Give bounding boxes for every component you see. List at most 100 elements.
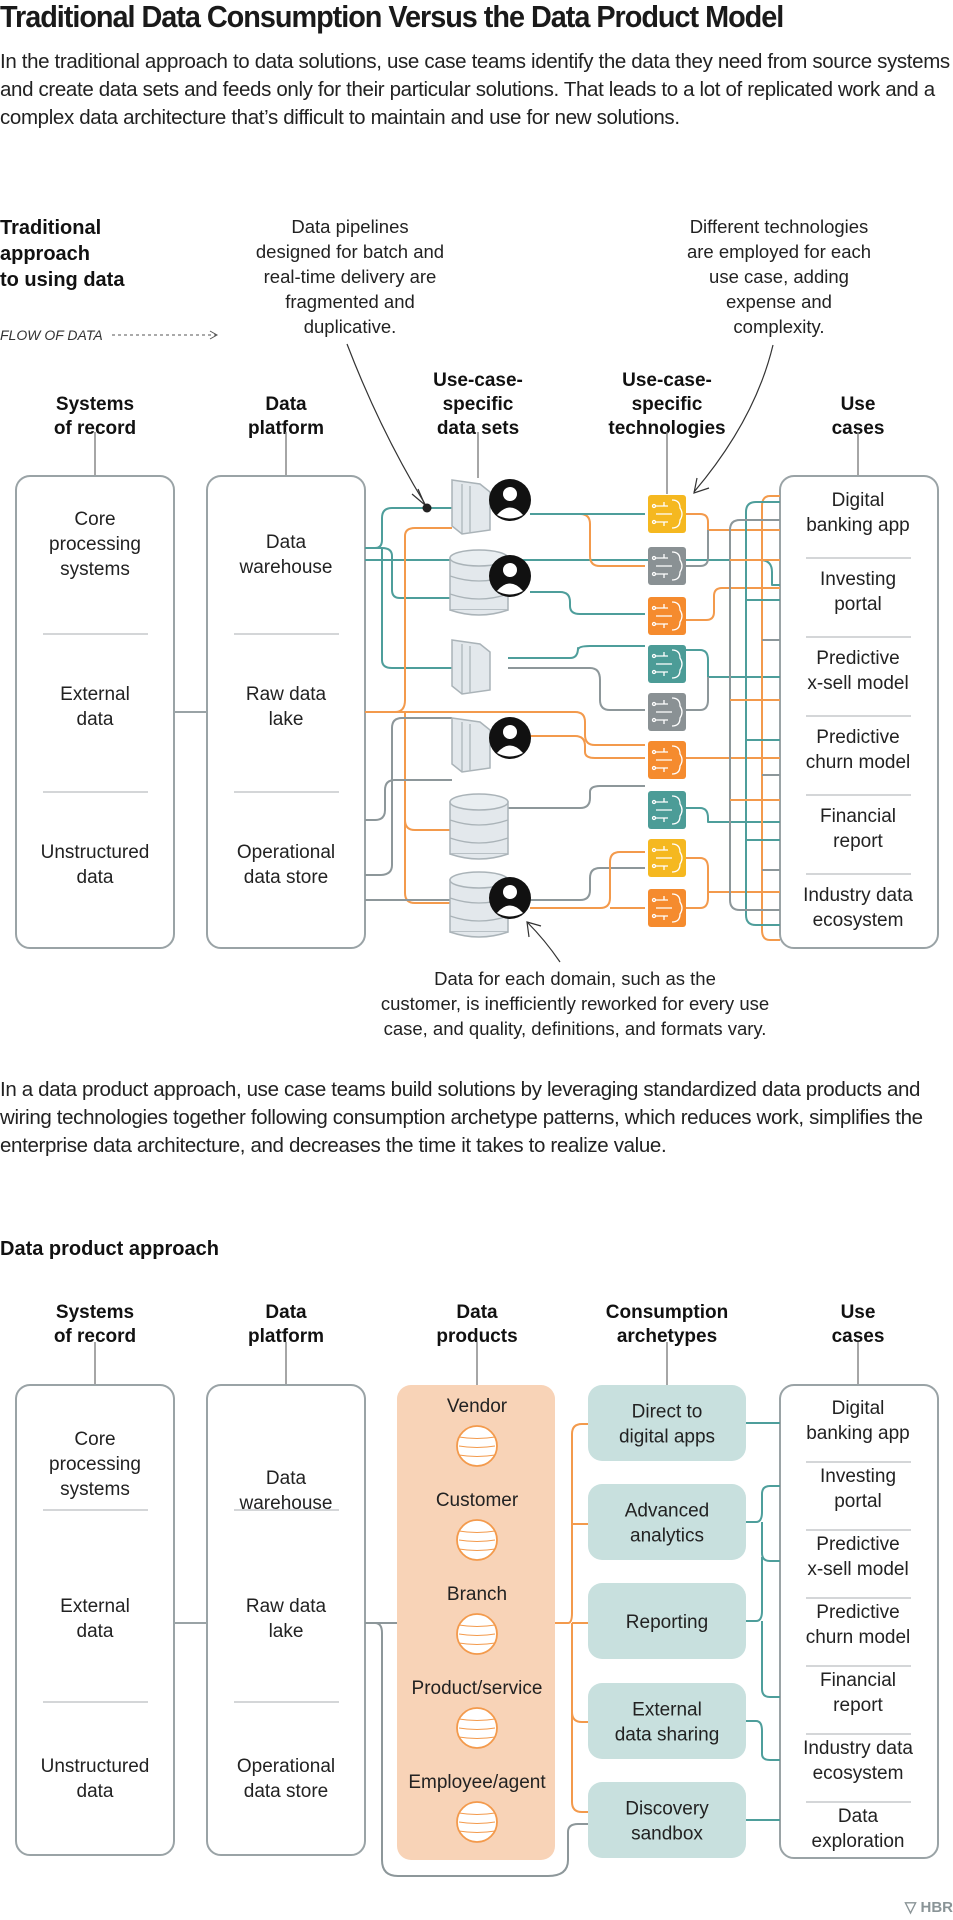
circuit-trace (671, 893, 683, 923)
person-icon (489, 555, 531, 597)
hbr-logo-text: HBR (920, 1899, 953, 1916)
database-top (449, 793, 509, 811)
column-header-data-products: Data products (436, 1302, 517, 1347)
annotation-domain-line: customer, is inefficiently reworked for … (381, 993, 769, 1014)
globe-outline (456, 1801, 498, 1843)
archetype-label: Reporting (626, 1612, 708, 1633)
connector-line (530, 591, 645, 615)
pipeline-dot (422, 503, 432, 513)
connector-line (365, 547, 452, 599)
annotation-domain-line: Data for each domain, such as the (434, 968, 716, 989)
annotation-technologies-line: expense and (726, 291, 832, 312)
annotation-arrow (526, 921, 561, 963)
archetype-label-line: Direct to (632, 1402, 703, 1423)
connector-line (761, 1621, 780, 1698)
annotation-pipelines-line: duplicative. (304, 316, 397, 337)
person-icon (489, 479, 531, 521)
circuit-trace (671, 499, 683, 529)
intro-paragraph: In the traditional approach to data solu… (0, 50, 950, 129)
column-header-systems-of-record-line: of record (54, 1326, 136, 1347)
database-ring (449, 819, 509, 826)
flow-of-data-label: FLOW OF DATA (0, 327, 103, 343)
use-case-item-line: Digital (832, 490, 885, 511)
globe-latitude (458, 1812, 496, 1815)
data-product-label: Customer (436, 1490, 519, 1511)
connector-line (404, 712, 452, 904)
column-header-consumption-archetypes-line: archetypes (617, 1326, 717, 1347)
column-header-technologies-line: Use-case- (622, 370, 712, 391)
sor-item-line: data (77, 1781, 114, 1802)
documents-icon (451, 479, 491, 535)
data-platform-item-line: warehouse (239, 1493, 333, 1514)
globe-latitude (458, 1539, 496, 1542)
globe-icon (456, 1425, 498, 1467)
globe-latitude (458, 1718, 496, 1721)
sor-item-line: External (60, 684, 130, 705)
person-icon (489, 877, 531, 919)
archetype-box (588, 1683, 746, 1759)
use-case-item-line: ecosystem (813, 1763, 904, 1784)
connector-line (761, 495, 780, 941)
circuit-trace (656, 554, 672, 578)
circuit-brain-icon (651, 649, 683, 679)
use-case-item-line: churn model (806, 1627, 911, 1648)
connector-line (381, 548, 452, 669)
data-product-item: Product/service (412, 1678, 542, 1749)
globe-latitude (458, 1548, 496, 1551)
use-case-item-line: Data (838, 1806, 879, 1827)
globe-latitude (458, 1530, 496, 1533)
sor-item-line: data (77, 1621, 114, 1642)
document-page (451, 479, 491, 535)
column-header-use-cases-line: Use (841, 394, 876, 415)
circuit-node (651, 621, 657, 627)
archetype-label-line: data sharing (615, 1725, 720, 1746)
annotation-technologies-line: Different technologies (690, 216, 869, 237)
connector-line (530, 513, 645, 567)
use-case-item-line: Digital (832, 1398, 885, 1419)
annotation-pipelines-line: Data pipelines (291, 216, 408, 237)
circuit-node (651, 749, 657, 755)
connector-line (746, 1557, 763, 1622)
column-header-technologies-line: technologies (608, 418, 725, 439)
technology-tile-teal (648, 645, 686, 683)
use-case-item-line: churn model (806, 752, 911, 773)
data-platform-item-line: Operational (237, 842, 335, 863)
data-platform-item-line: warehouse (239, 557, 333, 578)
connector-line (365, 779, 452, 821)
circuit-node (651, 815, 657, 821)
column-header-use-cases-line: cases (832, 418, 885, 439)
annotation-domain: Data for each domain, such as the custome… (381, 968, 769, 1039)
connector-line (685, 857, 780, 893)
technology-tile-teal (648, 791, 686, 829)
connector-line (365, 717, 452, 876)
circuit-node (651, 571, 657, 577)
column-header-data-products-line: products (436, 1326, 517, 1347)
circuit-brain-icon (651, 795, 683, 825)
use-cases-box (779, 475, 939, 949)
annotation-pipelines-line: designed for batch and (256, 241, 444, 262)
circuit-brain-icon (651, 601, 683, 631)
use-case-item-line: report (833, 1695, 883, 1716)
globe-latitude (458, 1821, 496, 1824)
circuit-node (651, 519, 657, 525)
use-case-item-line: Industry data (803, 885, 913, 906)
column-header-data-products-line: Data (456, 1302, 498, 1323)
archetype-label-line: Advanced (625, 1501, 710, 1522)
circuit-brain-icon (651, 843, 683, 873)
database-bottom (449, 853, 509, 860)
archetype-label-line: sandbox (631, 1824, 703, 1845)
person-head (503, 885, 517, 899)
column-header-use-cases-line: cases (832, 1326, 885, 1347)
circuit-node (651, 669, 657, 675)
